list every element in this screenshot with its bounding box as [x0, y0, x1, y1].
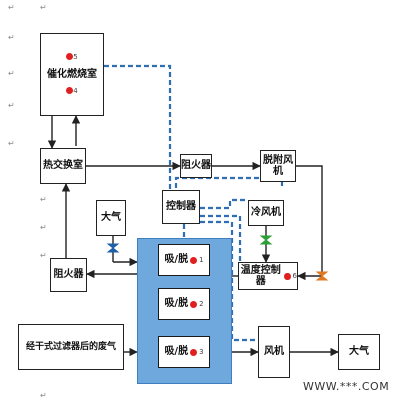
signal-line [174, 176, 284, 188]
paragraph-mark: ↵ [8, 69, 15, 78]
sensor-number: 5 [73, 53, 78, 62]
watermark: WWW.***.COM [303, 380, 390, 393]
adsorption-bed-2-box[interactable]: 吸/脱 2 [158, 288, 210, 320]
sensor-dot-icon [66, 87, 74, 95]
paragraph-mark: ↵ [8, 3, 15, 12]
temp-controller-label: 温度控制器 [240, 264, 281, 288]
signal-line [200, 198, 248, 210]
adsorption-bed-1-label: 吸/脱 [164, 254, 189, 266]
signal-line [200, 214, 242, 268]
exhaust-source-box[interactable]: 经干式过滤器后的废气 [18, 324, 124, 370]
combustion-chamber-label: 催化燃烧室 [47, 68, 97, 80]
paragraph-mark: ↵ [40, 391, 47, 400]
main-fan-box[interactable]: 风机 [258, 326, 290, 378]
paragraph-mark: ↵ [40, 195, 47, 204]
flame-arrester-top-box[interactable]: 阻火器 [180, 154, 212, 178]
sensor-number: 4 [73, 87, 78, 96]
flame-arrester-top-label: 阻火器 [181, 160, 211, 172]
cold-air-fan-box[interactable]: 冷风机 [248, 200, 284, 226]
combustion-chamber-box[interactable]: 5 催化燃烧室 4 [40, 33, 104, 116]
signal-lines [104, 64, 284, 342]
sensor-dot-icon [66, 53, 74, 61]
controller-label: 控制器 [166, 201, 196, 213]
temp-controller-box[interactable]: 温度控制器 6 [238, 262, 298, 290]
adsorption-bed-3-box[interactable]: 吸/脱 3 [158, 336, 210, 368]
adsorption-bed-1-box[interactable]: 吸/脱 1 [158, 244, 210, 276]
atmosphere-left-box[interactable]: 大气 [96, 200, 126, 236]
sensor-4: 4 [66, 86, 78, 96]
paragraph-mark: ↵ [40, 251, 47, 260]
flame-arrester-left-box[interactable]: 阻火器 [50, 258, 87, 292]
desorption-fan-box[interactable]: 脱附风机 [260, 150, 296, 182]
desorption-fan-label: 脱附风机 [263, 154, 293, 178]
paragraph-mark: ↵ [8, 139, 15, 148]
controller-box[interactable]: 控制器 [162, 190, 200, 224]
flame-arrester-left-label: 阻火器 [53, 269, 84, 281]
valve-icon[interactable] [315, 271, 329, 281]
sensor-2: 2 [199, 299, 204, 308]
signal-line [104, 64, 172, 190]
adsorption-bed-2-label: 吸/脱 [164, 298, 189, 310]
heat-exchanger-box[interactable]: 热交换室 [40, 148, 86, 184]
paragraph-mark: ↵ [40, 3, 47, 12]
signal-line [200, 220, 262, 342]
sensor-3: 3 [199, 347, 204, 356]
valve-icon[interactable] [259, 235, 273, 245]
sensor-5: 5 [66, 52, 78, 62]
atmosphere-right-box[interactable]: 大气 [338, 334, 380, 370]
sensor-6: 6 [292, 271, 297, 280]
atmosphere-left-label: 大气 [101, 212, 121, 224]
sensor-dot-icon [190, 300, 198, 308]
paragraph-mark: ↵ [8, 33, 15, 42]
valve-icon[interactable] [106, 243, 120, 253]
flow-line [296, 165, 323, 281]
paragraph-mark: ↵ [40, 223, 47, 232]
atmosphere-right-label: 大气 [349, 346, 369, 358]
main-fan-label: 风机 [264, 346, 284, 358]
sensor-1: 1 [199, 255, 204, 264]
adsorption-bed-3-label: 吸/脱 [164, 346, 189, 358]
exhaust-source-label: 经干式过滤器后的废气 [25, 341, 116, 352]
cold-air-fan-label: 冷风机 [251, 207, 281, 219]
paragraph-mark: ↵ [8, 101, 15, 110]
sensor-dot-icon [284, 272, 291, 280]
heat-exchanger-label: 热交换室 [43, 160, 83, 172]
sensor-dot-icon [190, 348, 198, 356]
sensor-dot-icon [190, 256, 198, 264]
